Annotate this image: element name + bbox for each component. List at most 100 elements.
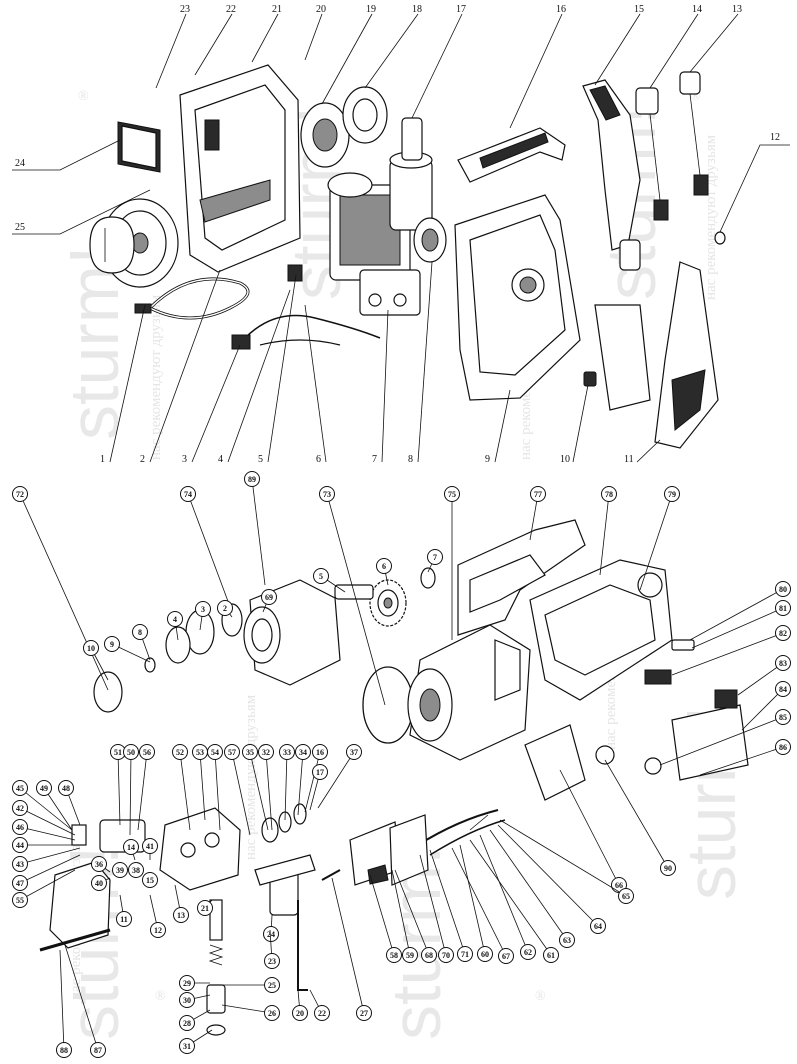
callout-circle-48: 48	[58, 780, 81, 826]
callout-circle-38: 38	[128, 862, 144, 878]
callout-25: 25	[12, 189, 151, 235]
callout-circle-53: 53	[192, 744, 208, 821]
watermark-registered-4: ®	[535, 989, 546, 1004]
callout-number: 57	[228, 748, 236, 757]
lower-assembly	[39, 519, 749, 1036]
callout-number: 85	[779, 713, 787, 722]
callout-circle-25: 25	[222, 977, 280, 993]
callout-10: 10	[560, 384, 589, 465]
svg-text:24: 24	[15, 158, 25, 169]
svg-text:23: 23	[180, 4, 190, 15]
callout-circle-65: 65	[499, 819, 634, 904]
callout-ring	[12, 875, 28, 891]
switch-82-drawing	[644, 669, 672, 685]
callout-leader	[187, 493, 233, 613]
callout-circle-64: 64	[497, 824, 606, 934]
callout-circle-85: 85	[659, 709, 791, 766]
callout-leader	[284, 751, 288, 821]
callout-leader	[689, 588, 784, 641]
callout-ring	[601, 486, 617, 502]
svg-text:18: 18	[412, 4, 422, 15]
lance-13-drawing	[679, 71, 709, 196]
callout-circle-28: 28	[179, 1009, 211, 1031]
callout-ring	[132, 624, 148, 640]
callout-5: 5	[258, 274, 297, 465]
callout-number: 69	[265, 593, 273, 602]
callout-ring	[618, 888, 634, 904]
callout-number: 72	[16, 490, 24, 499]
callout-circle-2: 2	[217, 600, 233, 618]
callout-number: 40	[95, 879, 103, 888]
callout-ring	[91, 875, 107, 891]
cylinder-head-drawing	[159, 807, 241, 891]
callout-number: 44	[16, 841, 24, 850]
callout-ring	[477, 946, 493, 962]
switch-housing-drawing	[529, 559, 673, 701]
svg-text:2: 2	[140, 454, 145, 465]
washer-9-drawing	[144, 657, 156, 673]
filter-drawing	[389, 117, 433, 231]
callout-circle-71: 71	[429, 849, 473, 962]
callout-number: 83	[779, 659, 787, 668]
callout-ring	[457, 946, 473, 962]
callout-leader	[331, 877, 365, 1014]
watermark-slogan-3: нас рекомендуют друзьям	[703, 134, 719, 300]
callout-7: 7	[372, 309, 389, 465]
watermark-slogan-1: нас рекомендуют друзьям	[148, 294, 164, 460]
callout-leader	[214, 751, 221, 831]
callout-circle-62: 62	[479, 834, 536, 960]
callout-ring	[775, 600, 791, 616]
callout-leader	[479, 834, 529, 953]
svg-text:3: 3	[182, 454, 187, 465]
callout-leader	[604, 759, 669, 869]
callout-circle-36: 36	[91, 856, 111, 873]
callout-circle-6: 6	[376, 558, 392, 586]
callout-ring	[12, 856, 28, 872]
callout-circle-86: 86	[699, 739, 791, 776]
clip-27-drawing	[321, 869, 341, 881]
end-cap-drawing	[342, 86, 388, 144]
callout-ring	[314, 1005, 330, 1021]
callout-ring	[12, 837, 28, 853]
callout-number: 37	[350, 748, 358, 757]
callout-leader	[317, 751, 355, 809]
lance-14-drawing	[635, 87, 669, 221]
callout-circle-43: 43	[12, 847, 81, 872]
callout-circle-63: 63	[489, 829, 575, 948]
callout-ring	[180, 486, 196, 502]
callout-ring	[346, 744, 362, 760]
callout-leader	[737, 662, 784, 696]
callout-number: 67	[502, 952, 510, 961]
motor-housing-drawing	[457, 519, 586, 636]
callout-ring	[91, 856, 107, 872]
terminal-81-drawing	[671, 639, 695, 651]
svg-text:9: 9	[485, 454, 490, 465]
callout-circle-24: 24	[263, 914, 279, 942]
callout-number: 60	[481, 950, 489, 959]
svg-text:12: 12	[770, 132, 780, 143]
callout-circle-87: 87	[64, 944, 106, 1058]
watermark-registered-1: ®	[78, 89, 89, 104]
gasket-drawing	[362, 666, 414, 744]
callout-number: 50	[127, 748, 135, 757]
callout-leader	[489, 829, 568, 941]
callout-number: 63	[563, 936, 571, 945]
callout-leader	[19, 787, 73, 831]
callout-21: 21	[251, 4, 282, 63]
callout-ring	[104, 636, 120, 652]
callout-number: 7	[433, 553, 437, 562]
callout-circle-40: 40	[91, 875, 111, 891]
callout-circle-67: 67	[451, 847, 514, 964]
callout-4: 4	[218, 289, 291, 465]
callout-leader	[199, 751, 206, 821]
callout-circle-35: 35	[242, 744, 269, 831]
callout-circle-83: 83	[737, 655, 791, 696]
callout-12: 12	[719, 132, 790, 233]
callout-ring	[660, 860, 676, 876]
clip-10-drawing	[583, 371, 597, 387]
callout-number: 73	[323, 490, 331, 499]
callout-circle-22: 22	[309, 989, 330, 1021]
svg-text:14: 14	[692, 4, 702, 15]
